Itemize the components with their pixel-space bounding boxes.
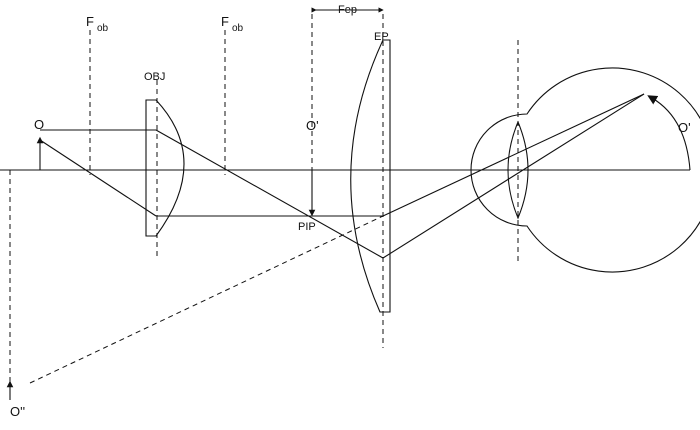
focal-label-left-main: F bbox=[86, 14, 94, 29]
focal-label-left-sub: ob bbox=[97, 23, 109, 34]
fep-label: Fep bbox=[338, 4, 357, 16]
retinal-image-arrow bbox=[647, 95, 691, 171]
pip-label: PIP bbox=[298, 221, 316, 233]
objective-lens bbox=[145, 99, 185, 237]
ray-focal-in bbox=[39, 139, 157, 217]
ray-to-retina-upper bbox=[382, 93, 645, 217]
eye-outline bbox=[470, 67, 700, 273]
focal-label-right-sub: ob bbox=[232, 23, 244, 34]
eyepiece-lens bbox=[350, 39, 391, 313]
ray-to-retina-lower bbox=[382, 93, 645, 259]
retinal-image-label: O' bbox=[678, 120, 691, 135]
ray-through-focus bbox=[155, 129, 384, 259]
virtual-image-label: O'' bbox=[10, 404, 25, 419]
object-label: O bbox=[34, 117, 44, 132]
objective-label: OBJ bbox=[144, 71, 165, 83]
virtual-ray-extension bbox=[29, 215, 384, 384]
eyepiece-label: EP bbox=[374, 31, 389, 43]
eye-crystalline-lens bbox=[507, 120, 529, 220]
focal-label-right-main: F bbox=[221, 14, 229, 29]
intermediate-image-label: O' bbox=[306, 118, 319, 133]
